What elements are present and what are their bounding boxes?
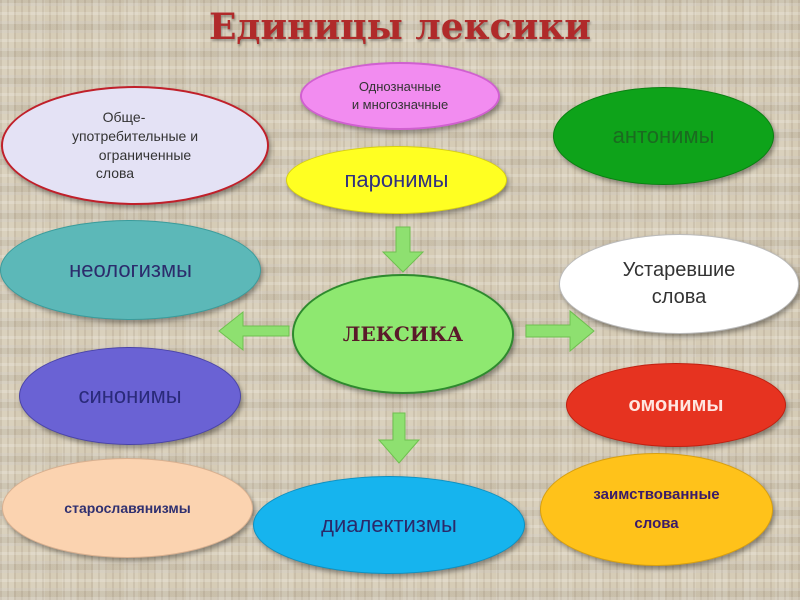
node-antonyms: антонимы bbox=[553, 87, 774, 185]
page-title: Единицы лексики bbox=[208, 6, 591, 48]
node-neologisms: неологизмы bbox=[0, 220, 261, 320]
node-paronyms-label: паронимы bbox=[344, 167, 449, 193]
node-common-line-4: слова bbox=[95, 165, 135, 182]
node-antonyms-label: антонимы bbox=[612, 123, 715, 149]
node-synonyms-label: синонимы bbox=[78, 383, 182, 409]
node-single-multi-line-1: Однозначные bbox=[358, 79, 442, 95]
node-borrowed-words: заимствованные слова bbox=[540, 453, 773, 566]
arrow-right bbox=[525, 309, 595, 353]
node-single-multi-line-2: и многозначные bbox=[351, 97, 449, 112]
node-archaic-words: Устаревшие слова bbox=[559, 234, 799, 334]
node-common-line-1: Обще- bbox=[102, 108, 146, 125]
node-center-label: ЛЕКСИКА bbox=[342, 321, 464, 346]
arrow-down-bottom bbox=[377, 412, 421, 464]
node-old-slavonicisms-label: старославянизмы bbox=[64, 499, 191, 516]
arrow-down-top bbox=[381, 226, 425, 273]
node-common-line-3: ограниченные bbox=[98, 146, 192, 163]
node-borrowed-line-2: слова bbox=[634, 514, 679, 532]
node-archaic-line-2: слова bbox=[651, 286, 707, 308]
node-dialectisms-label: диалектизмы bbox=[321, 512, 457, 538]
node-paronyms: паронимы bbox=[286, 146, 507, 214]
node-old-slavonicisms: старославянизмы bbox=[2, 458, 253, 558]
node-synonyms: синонимы bbox=[19, 347, 241, 445]
node-homonyms-label: омонимы bbox=[628, 393, 724, 416]
node-common-restricted-words: Обще- употребительные и ограниченные сло… bbox=[1, 86, 269, 205]
node-neologisms-label: неологизмы bbox=[69, 257, 192, 283]
node-center-lexicon: ЛЕКСИКА bbox=[292, 274, 514, 394]
node-archaic-line-1: Устаревшие bbox=[622, 259, 736, 281]
node-dialectisms: диалектизмы bbox=[253, 476, 525, 574]
node-single-multi-meaning: Однозначные и многозначные bbox=[300, 62, 500, 130]
node-homonyms: омонимы bbox=[566, 363, 786, 447]
node-common-line-2: употребительные и bbox=[71, 127, 199, 144]
node-borrowed-line-1: заимствованные bbox=[593, 486, 720, 503]
arrow-left bbox=[218, 310, 290, 352]
